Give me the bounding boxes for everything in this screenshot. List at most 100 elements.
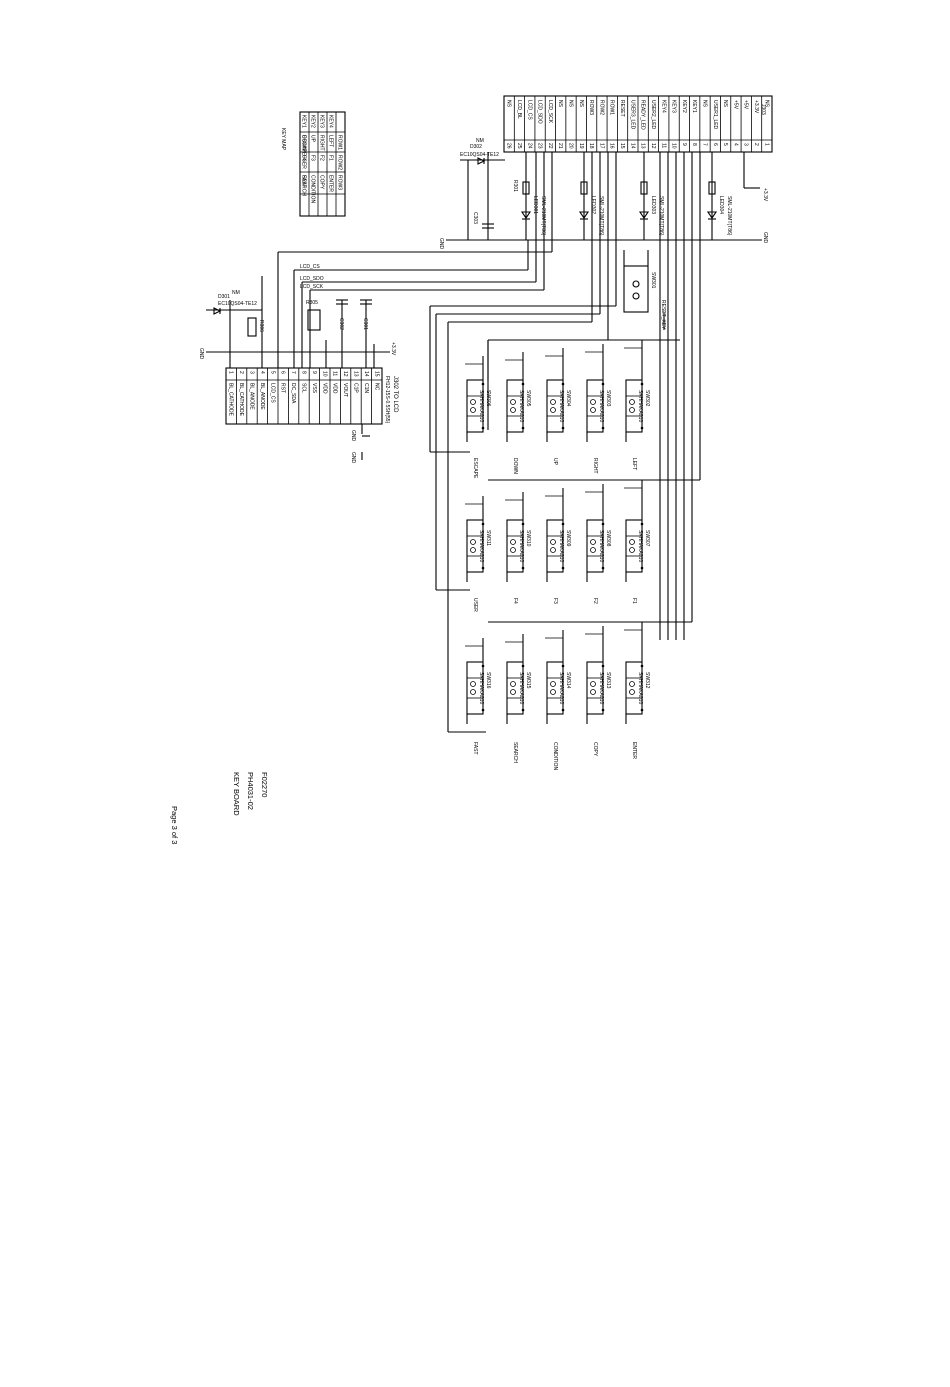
led-304-label: LED304 (718, 196, 724, 214)
lcd-pin-number: 9 (311, 371, 317, 374)
header-pin-number: 9 (681, 143, 687, 146)
switch-ref: SW316 (485, 672, 491, 689)
nm-label-top: NM (476, 138, 484, 144)
led-301: LED301 SML-210MT(T86) R301 (512, 152, 546, 240)
lcd-pin-signal: VOUT (342, 383, 348, 397)
lcd-pin-signal: LCD_CS (269, 383, 275, 403)
v33-label-lcd: +3.3V (390, 342, 396, 356)
key-table-cell: ROW2 (337, 155, 343, 170)
switch-ref: SW311 (485, 530, 491, 546)
switch-key-label: F4 (512, 598, 518, 604)
header-pin-number: 15 (619, 143, 625, 149)
header-pin-number: 20 (568, 143, 574, 149)
switch-ref: SW304 (565, 390, 571, 407)
capacitor-c303: C303 (472, 212, 494, 229)
header-pin-number: 23 (537, 143, 543, 149)
net-lcd-sdo: LCD_SDO (300, 276, 324, 282)
switch-key-label: FAST (472, 742, 478, 755)
sheet-title: KEY BOARD (232, 772, 241, 816)
header-pin-number: 2 (753, 143, 759, 146)
switch-ref: SW312 (644, 672, 650, 689)
gnd-label-lcd: GND (198, 348, 204, 360)
header-pin-number: 22 (547, 143, 553, 149)
lcd-pin-number: 1 (228, 371, 234, 374)
lcd-pin-number: 15 (373, 371, 379, 377)
switch-ref: SW314 (565, 672, 571, 689)
doc-number: F02270 (260, 772, 269, 797)
led-302-label: LED302 (590, 196, 596, 214)
lcd-pin-signal: BL_ANODE (259, 383, 265, 410)
nm-label-lcd: NM (232, 290, 240, 296)
lcd-connector-title: J302 TO LCD (392, 376, 398, 413)
lcd-pin-signal: BL_CATHODE (238, 383, 244, 417)
switch-part: SKHHAKA010 (637, 390, 643, 422)
header-pin-signal: LCD_SCK (547, 100, 553, 124)
key-table-cell: UP (310, 135, 316, 143)
lcd-pin-number: 3 (249, 371, 255, 374)
reset-switch-ref: SW301 (650, 272, 656, 289)
switch-part: SKHHAKA010 (478, 530, 484, 562)
led-304: LED304 SML-210MT(T86) (706, 152, 732, 240)
switch-key-label: UP (552, 458, 558, 466)
key-table-cell: LEFT (328, 135, 334, 147)
switch-key-label: F1 (631, 598, 637, 604)
key-table-cell: F3 (310, 155, 316, 161)
header-pin-number: 14 (629, 143, 635, 149)
key-table-cell: USER (301, 155, 307, 169)
header-pin-signal: KEY1 (691, 100, 697, 113)
lcd-pin-signal: VDD (321, 383, 327, 394)
led-303: LED303 SML-210MT(T86) (638, 152, 664, 240)
header-pin-signal: USER3_LED (629, 100, 635, 130)
lcd-pin-signal: C1N (363, 383, 369, 393)
lcd-pin-signal: BL_ANODE (249, 383, 255, 410)
header-pin-signal: NS (722, 100, 728, 108)
header-connector-ref: J303 (760, 104, 766, 115)
switch-key-label: F3 (552, 598, 558, 604)
header-pin-number: 26 (506, 143, 512, 149)
led-301-label: LED301 (532, 196, 538, 214)
header-pin-signal: +5V (743, 100, 749, 110)
lcd-pin-number: 5 (269, 371, 275, 374)
switch-ref: SW303 (605, 390, 611, 407)
switch-part: SKHHAKA010 (637, 530, 643, 562)
header-pin-signal: LCD_SDO (537, 100, 543, 124)
reset-switch: SW301 RESET_KEY (623, 250, 666, 330)
d302-part: EC10QS04-TE12 (460, 152, 499, 158)
header-pin-signal: KEY4 (660, 100, 666, 113)
header-pin-signal: USER1_LED (712, 100, 718, 130)
switch-key-label: CONDITION (552, 742, 558, 770)
lcd-pin-signal: VSS (311, 383, 317, 394)
switch-ref: SW306 (485, 390, 491, 407)
header-pin-signal: LCD_BL (516, 100, 522, 119)
header-pin-signal: NS (557, 100, 563, 108)
title-block: F02270 PH4031-02 KEY BOARD Page 3 of 3 (170, 772, 269, 844)
gnd-label-left: GND (438, 238, 444, 250)
part-number: PH4031-02 (246, 772, 255, 810)
switch-part: SKHHAKA010 (558, 672, 564, 704)
lcd-pin-number: 11 (332, 371, 338, 376)
lcd-pin-signal: VDD (332, 383, 338, 394)
switch-part: SKHHAKA010 (478, 672, 484, 704)
switch-ref: SW305 (525, 390, 531, 407)
header-pin-number: 6 (712, 143, 718, 146)
header-pin-number: 13 (640, 143, 646, 149)
d301-part: EC10QS04-TE12 (218, 301, 257, 307)
lcd-connector-subtitle: FH12-15S-0.5SH(55) (384, 376, 390, 424)
header-pin-signal: KEY3 (671, 100, 677, 113)
header-connector: NS1+3.3V2+5V3+5V4NS5USER1_LED6NS7KEY18KE… (503, 95, 773, 153)
header-pin-signal: RESET (619, 100, 625, 117)
key-table-header: KEY3 (319, 115, 325, 128)
lcd-pin-number: 8 (301, 371, 307, 374)
switch-ref: SW309 (565, 530, 571, 547)
key-table: KEY4KEY3KEY2KEY1ROW1LEFTRIGHTUPDOWNESCAP… (280, 111, 346, 217)
header-pin-number: 24 (526, 143, 532, 149)
key-table-grid: KEY4KEY3KEY2KEY1ROW1LEFTRIGHTUPDOWNESCAP… (300, 112, 345, 216)
switch-part: SKHHAKA010 (518, 530, 524, 562)
gnd-label-right: GND (762, 232, 768, 244)
header-pin-number: 19 (578, 143, 584, 149)
